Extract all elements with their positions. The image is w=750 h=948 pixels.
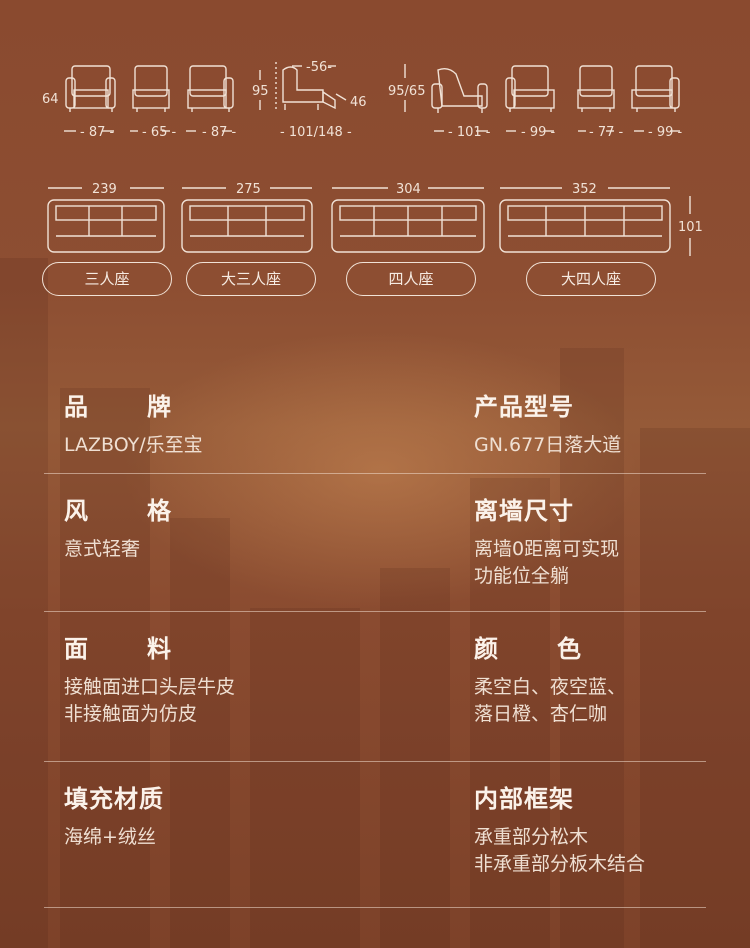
width-label-5: - 99 - [521, 125, 555, 140]
sofa-dimension-diagram: 64 95 46 95/65 -56- - 87 - - 65 - - 87 -… [42, 60, 703, 256]
spec-table: 品牌 LAZBOY/乐至宝 产品型号 GN.677日落大道 风格 意式轻奢 离墙… [0, 370, 750, 908]
sofa-depth-label: 101 [678, 220, 703, 235]
width-label-7: - 99 - [648, 125, 682, 140]
spec-value: 离墙0距离可实现功能位全躺 [474, 538, 620, 587]
recliner-side-icon [275, 62, 347, 110]
spec-value: LAZBOY/乐至宝 [64, 434, 203, 456]
spec-label: 产品型号 [474, 393, 574, 421]
width-label-56: -56- [306, 60, 332, 75]
height-label-95: 95 [252, 84, 269, 99]
spec-wall-distance: 离墙尺寸 离墙0距离可实现功能位全躺 [474, 494, 714, 590]
sofa-width-label-0: 239 [92, 182, 117, 197]
spec-label: 离墙尺寸 [474, 497, 574, 525]
sofa-type-large-four-seat: 大四人座 [526, 262, 656, 296]
spec-filling: 填充材质 海绵+绒丝 [64, 782, 394, 851]
width-label-4: - 101 - [448, 125, 491, 140]
spec-brand: 品牌 LAZBOY/乐至宝 [64, 390, 394, 459]
spec-row-material: 面料 接触面进口头层牛皮非接触面为仿皮 颜色 柔空白、夜空蓝、落日橙、杏仁咖 [0, 612, 750, 762]
spec-model: 产品型号 GN.677日落大道 [474, 390, 714, 459]
right-arm-seat-right-icon [631, 65, 680, 112]
single-arm-seat-icon [187, 65, 234, 112]
spec-style: 风格 意式轻奢 [64, 494, 394, 563]
spec-material: 面料 接触面进口头层牛皮非接触面为仿皮 [64, 632, 394, 728]
width-label-1: - 65 - [142, 125, 176, 140]
width-label-6: - 77 - [589, 125, 623, 140]
sofa-four-seat-icon [331, 199, 485, 253]
armless-seat-right-icon [577, 65, 615, 112]
sofa-type-four-seat: 四人座 [346, 262, 476, 296]
sofa-width-label-2: 304 [396, 182, 421, 197]
height-label-46: 46 [350, 95, 367, 110]
spec-label: 品牌 [64, 393, 172, 421]
spec-value: 柔空白、夜空蓝、落日橙、杏仁咖 [474, 676, 627, 725]
width-label-2: - 87 - [202, 125, 236, 140]
height-label-95-65: 95/65 [388, 84, 425, 99]
reclined-chair-icon [431, 67, 488, 113]
divider [44, 611, 706, 612]
sofa-width-label-1: 275 [236, 182, 261, 197]
spec-value: 海绵+绒丝 [64, 826, 156, 848]
height-label-64: 64 [42, 92, 59, 107]
spec-frame: 内部框架 承重部分松木非承重部分板木结合 [474, 782, 714, 878]
sofa-three-seat-icon [47, 199, 165, 253]
width-label-0: - 87 - [80, 125, 114, 140]
spec-label: 风格 [64, 497, 172, 525]
spec-row-filling: 填充材质 海绵+绒丝 内部框架 承重部分松木非承重部分板木结合 [0, 762, 750, 908]
sofa-width-label-3: 352 [572, 182, 597, 197]
divider [44, 907, 706, 908]
sofa-large-three-seat-icon [181, 199, 313, 253]
armless-seat-icon [132, 65, 170, 112]
spec-row-brand: 品牌 LAZBOY/乐至宝 产品型号 GN.677日落大道 [0, 370, 750, 474]
spec-value: 意式轻奢 [64, 538, 141, 560]
spec-value: 承重部分松木非承重部分板木结合 [474, 826, 646, 875]
spec-label: 内部框架 [474, 785, 574, 813]
spec-value: 接触面进口头层牛皮非接触面为仿皮 [64, 676, 236, 725]
left-arm-seat-icon [505, 65, 555, 112]
armchair-icon [65, 65, 116, 112]
sofa-type-large-three-seat: 大三人座 [186, 262, 316, 296]
spec-label: 面料 [64, 635, 172, 663]
spec-label: 颜色 [474, 635, 582, 663]
spec-color: 颜色 柔空白、夜空蓝、落日橙、杏仁咖 [474, 632, 714, 728]
spec-row-style: 风格 意式轻奢 离墙尺寸 离墙0距离可实现功能位全躺 [0, 474, 750, 612]
sofa-type-three-seat: 三人座 [42, 262, 172, 296]
spec-label: 填充材质 [64, 785, 164, 813]
spec-value: GN.677日落大道 [474, 434, 622, 456]
divider [44, 473, 706, 474]
width-label-3: - 101/148 - [280, 125, 352, 140]
divider [44, 761, 706, 762]
sofa-large-four-seat-icon [499, 199, 671, 253]
